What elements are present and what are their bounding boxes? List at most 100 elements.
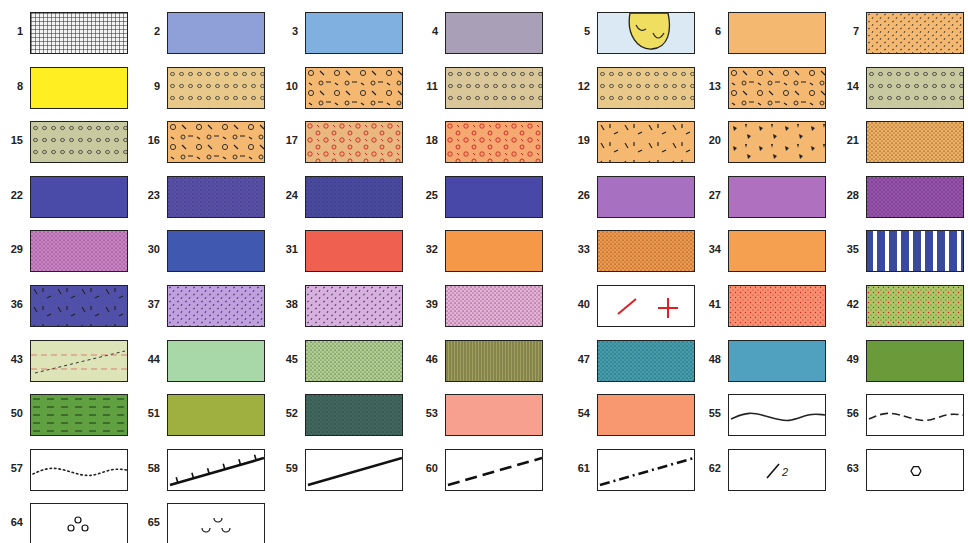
callout-number: 28 <box>833 188 859 202</box>
legend-swatch <box>30 285 128 327</box>
swatch-pattern <box>867 177 964 218</box>
callout-number: 2 <box>134 24 160 38</box>
callout-number: 1 <box>0 24 23 38</box>
callout-number: 3 <box>272 24 298 38</box>
swatch-pattern <box>306 395 403 436</box>
swatch-pattern <box>729 450 826 491</box>
map-symbol <box>618 298 678 318</box>
callout-number: 31 <box>272 242 298 256</box>
swatch-pattern <box>729 13 826 54</box>
legend-swatch <box>728 394 826 436</box>
swatch-pattern <box>168 504 265 543</box>
callout-number: 53 <box>412 406 438 420</box>
swatch-pattern <box>598 286 695 327</box>
swatch-pattern <box>446 395 543 436</box>
callout-number: 4 <box>412 24 438 38</box>
callout-number: 44 <box>134 352 160 366</box>
swatch-pattern <box>31 395 128 436</box>
swatch-pattern <box>598 13 695 54</box>
swatch-pattern <box>729 68 826 109</box>
callout-number: 34 <box>695 242 721 256</box>
callout-number: 56 <box>833 406 859 420</box>
swatch-pattern <box>31 177 128 218</box>
legend-swatch <box>167 285 265 327</box>
legend-swatch <box>167 121 265 163</box>
swatch-pattern <box>306 286 403 327</box>
callout-number: 19 <box>564 133 590 147</box>
map-symbol <box>202 518 230 532</box>
legend-swatch <box>866 121 964 163</box>
swatch-pattern <box>168 68 265 109</box>
callout-number: 32 <box>412 242 438 256</box>
legend-swatch <box>30 230 128 272</box>
swatch-pattern <box>598 450 695 491</box>
swatch-pattern <box>729 122 826 163</box>
map-symbol <box>629 13 669 49</box>
swatch-pattern <box>168 177 265 218</box>
swatch-pattern <box>31 504 128 543</box>
swatch-pattern <box>446 68 543 109</box>
legend-swatch <box>167 67 265 109</box>
legend-swatch <box>30 503 128 543</box>
callout-number: 21 <box>833 133 859 147</box>
legend-swatch <box>728 176 826 218</box>
swatch-pattern <box>168 122 265 163</box>
callout-number: 23 <box>134 188 160 202</box>
legend-swatch <box>305 285 403 327</box>
legend-swatch <box>445 340 543 382</box>
swatch-pattern <box>168 450 265 491</box>
callout-number: 55 <box>695 406 721 420</box>
callout-number: 46 <box>412 352 438 366</box>
swatch-pattern <box>598 395 695 436</box>
legend-swatch <box>597 121 695 163</box>
swatch-pattern <box>446 231 543 272</box>
map-symbol <box>31 351 127 373</box>
legend-swatch <box>305 394 403 436</box>
callout-number: 35 <box>833 242 859 256</box>
callout-number: 17 <box>272 133 298 147</box>
swatch-pattern <box>306 122 403 163</box>
callout-number: 59 <box>272 461 298 475</box>
callout-number: 58 <box>134 461 160 475</box>
legend-swatch <box>445 67 543 109</box>
swatch-pattern <box>446 341 543 382</box>
symbol-label: 2 <box>782 466 788 478</box>
callout-number: 45 <box>272 352 298 366</box>
swatch-pattern <box>31 231 128 272</box>
callout-number: 8 <box>0 79 23 93</box>
callout-number: 18 <box>412 133 438 147</box>
map-symbol <box>767 464 779 478</box>
legend-swatch <box>866 67 964 109</box>
legend-swatch <box>866 449 964 491</box>
legend-swatch <box>728 67 826 109</box>
callout-number: 57 <box>0 461 23 475</box>
legend-swatch <box>167 12 265 54</box>
callout-number: 62 <box>695 461 721 475</box>
swatch-pattern <box>867 286 964 327</box>
callout-number: 33 <box>564 242 590 256</box>
legend-swatch <box>728 121 826 163</box>
map-symbol <box>308 458 402 485</box>
swatch-pattern <box>306 177 403 218</box>
swatch-pattern <box>729 177 826 218</box>
callout-number: 11 <box>412 79 438 93</box>
legend-swatch <box>597 285 695 327</box>
callout-number: 48 <box>695 352 721 366</box>
callout-number: 29 <box>0 242 23 256</box>
legend-swatch <box>728 340 826 382</box>
legend-swatch <box>445 121 543 163</box>
callout-number: 37 <box>134 297 160 311</box>
legend-swatch <box>167 176 265 218</box>
callout-number: 14 <box>833 79 859 93</box>
callout-number: 13 <box>695 79 721 93</box>
callout-number: 50 <box>0 406 23 420</box>
callout-number: 65 <box>134 515 160 529</box>
callout-number: 40 <box>564 297 590 311</box>
legend-swatch <box>305 449 403 491</box>
callout-number: 39 <box>412 297 438 311</box>
callout-number: 61 <box>564 461 590 475</box>
swatch-pattern <box>31 122 128 163</box>
callout-number: 42 <box>833 297 859 311</box>
callout-number: 41 <box>695 297 721 311</box>
callout-number: 12 <box>564 79 590 93</box>
